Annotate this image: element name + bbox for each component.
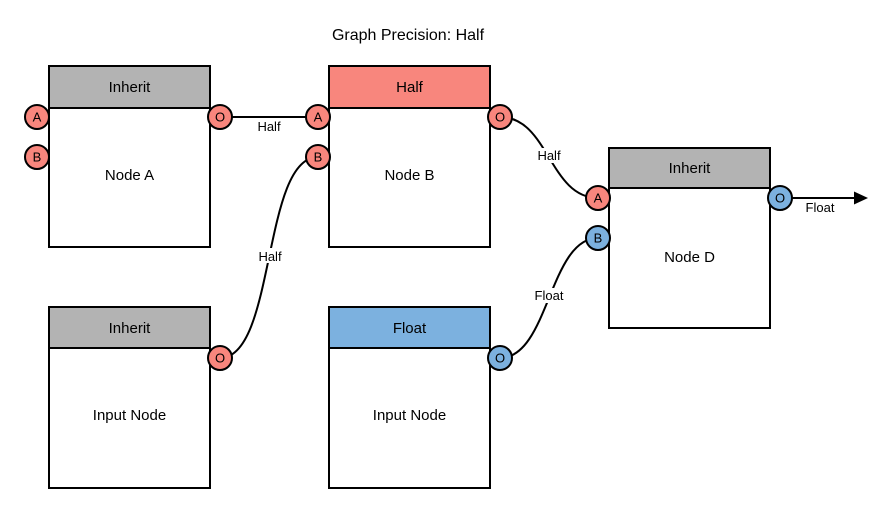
node-d-port-b: B — [585, 225, 611, 251]
input-node-left-port-o: O — [207, 345, 233, 371]
node-b-port-b-circle — [305, 144, 331, 170]
node-a-port-a-circle — [24, 104, 50, 130]
node-d-port-o-circle — [767, 185, 793, 211]
node-d-port-b-letter: B — [594, 231, 603, 246]
diagram-title: Graph Precision: Half — [332, 27, 485, 44]
input-node-left-port-o-letter: O — [215, 351, 225, 366]
node-d-header-label: Inherit — [669, 160, 712, 177]
input-node-mid: Float Input Node — [328, 306, 491, 489]
node-d-port-a-letter: A — [594, 191, 603, 206]
node-d-port-a-circle — [585, 185, 611, 211]
node-a-port-o: O — [207, 104, 233, 130]
node-a-port-a: A — [24, 104, 50, 130]
node-d-port-o: O — [767, 185, 793, 211]
node-a-port-a-letter: A — [33, 110, 42, 125]
node-a-port-o-letter: O — [215, 110, 225, 125]
node-d-port-b-circle — [585, 225, 611, 251]
node-d-label: Node D — [664, 249, 715, 266]
input-node-mid-port-o-circle — [487, 345, 513, 371]
edge-label-bg — [532, 148, 566, 163]
node-b-port-b-letter: B — [314, 150, 323, 165]
node-b-port-o: O — [487, 104, 513, 130]
edge-label-text: Half — [537, 148, 561, 163]
node-a-header — [48, 65, 211, 109]
node-a-label: Node A — [105, 167, 154, 184]
node-b-port-a-circle — [305, 104, 331, 130]
edge-label-bg — [253, 248, 287, 263]
input-node-left-header-label: Inherit — [109, 320, 152, 337]
node-a: Inherit Node A — [48, 65, 211, 248]
node-b-port-a: A — [305, 104, 331, 130]
node-b-port-b: B — [305, 144, 331, 170]
edge-label-b-to-d: Half — [532, 148, 566, 163]
input-node-left-header — [48, 306, 211, 349]
node-a-port-b: B — [24, 144, 50, 170]
edge-label-d-output: Float — [806, 200, 835, 215]
input-node-left: Inherit Input Node — [48, 306, 211, 489]
edge-label-text: Half — [258, 249, 282, 264]
node-b-header — [328, 65, 491, 109]
node-b-header-label: Half — [396, 79, 424, 96]
node-a-header-label: Inherit — [109, 79, 152, 96]
input-node-mid-label: Input Node — [373, 407, 446, 424]
arrowhead-icon — [854, 191, 868, 205]
edge-label-input-mid-to-d: Float — [530, 288, 568, 303]
node-a-port-o-circle — [207, 104, 233, 130]
edge-label-input-left-to-b: Half — [253, 248, 287, 264]
node-b-label: Node B — [384, 167, 434, 184]
input-node-left-port-o-circle — [207, 345, 233, 371]
input-node-left-label: Input Node — [93, 407, 166, 424]
node-b-port-o-circle — [487, 104, 513, 130]
node-a-port-b-circle — [24, 144, 50, 170]
node-d: Inherit Node D — [608, 147, 771, 329]
input-node-mid-port-o: O — [487, 345, 513, 371]
node-b-port-o-letter: O — [495, 110, 505, 125]
node-a-port-b-letter: B — [33, 150, 42, 165]
edge-label-text: Float — [535, 288, 564, 303]
node-d-port-a: A — [585, 185, 611, 211]
edge-label-bg — [530, 288, 568, 303]
input-node-mid-header-label: Float — [393, 320, 427, 337]
input-node-mid-header — [328, 306, 491, 349]
node-b-port-a-letter: A — [314, 110, 323, 125]
node-b: Half Node B — [328, 65, 491, 248]
node-d-port-o-letter: O — [775, 191, 785, 206]
node-d-header — [608, 147, 771, 189]
input-node-mid-port-o-letter: O — [495, 351, 505, 366]
edge-label-a-to-b: Half — [257, 119, 281, 134]
